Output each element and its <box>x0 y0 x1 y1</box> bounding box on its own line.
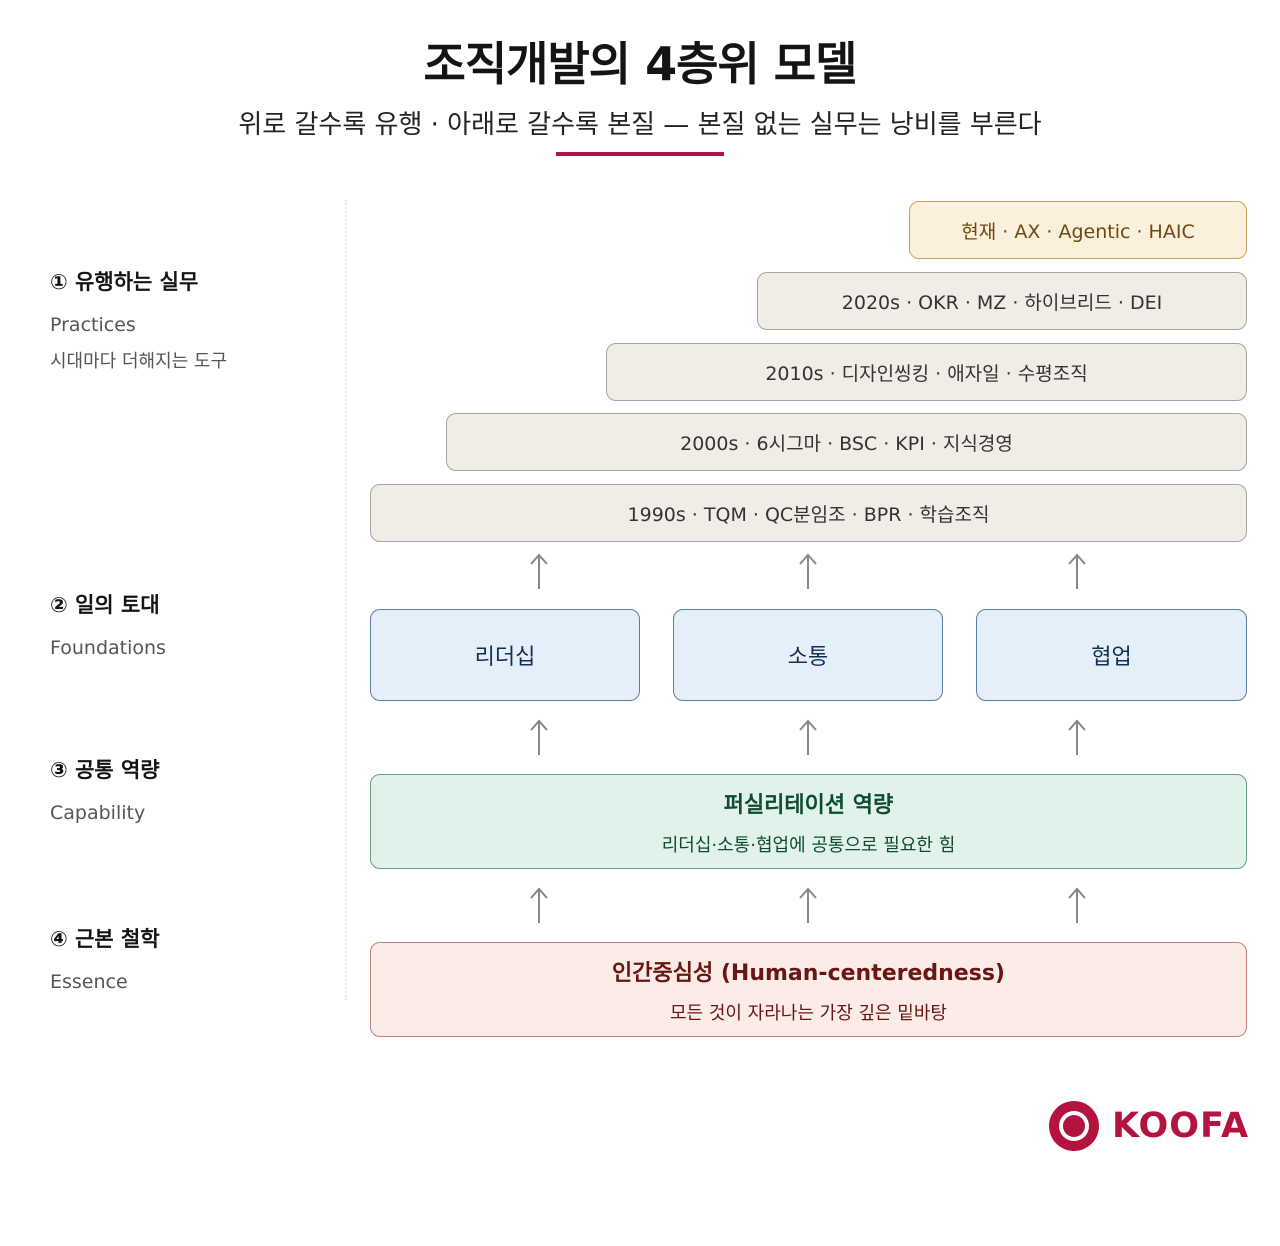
circle-logo-icon <box>1049 1101 1099 1151</box>
essence-title: 인간중심성 (Human-centeredness) <box>612 960 1005 986</box>
foundation-box-leadership: 리더십 <box>370 609 640 701</box>
up-arrow-icon <box>1068 887 1086 923</box>
up-arrow-icon <box>799 887 817 923</box>
column-divider <box>345 200 347 1000</box>
capability-box: 퍼실리테이션 역량 리더십·소통·협업에 공통으로 필요한 힘 <box>370 774 1247 869</box>
up-arrow-icon <box>799 553 817 589</box>
foundation-label: 리더십 <box>474 645 536 670</box>
practice-box-1990s: 1990s · TQM · QC분임조 · BPR · 학습조직 <box>370 484 1247 542</box>
layer-name: ③ 공통 역량 <box>50 758 160 782</box>
layer-english-name: Capability <box>50 802 146 824</box>
up-arrow-icon <box>530 553 548 589</box>
practice-box-current: 현재 · AX · Agentic · HAIC <box>909 201 1247 259</box>
up-arrow-icon <box>1068 553 1086 589</box>
foundation-label: 협업 <box>1091 645 1132 670</box>
practice-label: 2020s · OKR · MZ · 하이브리드 · DEI <box>841 291 1163 314</box>
practice-box-2010s: 2010s · 디자인씽킹 · 애자일 · 수평조직 <box>606 343 1247 401</box>
practice-label: 2000s · 6시그마 · BSC · KPI · 지식경영 <box>680 432 1013 455</box>
layer-label-practices: ① 유행하는 실무 Practices 시대마다 더해지는 도구 <box>50 266 227 373</box>
layer-name: ② 일의 토대 <box>50 593 160 617</box>
layer-name: ④ 근본 철학 <box>50 927 160 951</box>
capability-subtitle: 리더십·소통·협업에 공통으로 필요한 힘 <box>661 834 956 856</box>
layer-label-essence: ④ 근본 철학 Essence <box>50 923 160 993</box>
up-arrow-icon <box>1068 719 1086 755</box>
layer-description: 시대마다 더해지는 도구 <box>50 351 228 372</box>
practice-box-2000s: 2000s · 6시그마 · BSC · KPI · 지식경영 <box>446 413 1247 471</box>
layer-label-foundations: ② 일의 토대 Foundations <box>50 589 166 659</box>
capability-title: 퍼실리테이션 역량 <box>723 792 894 818</box>
layer-english-name: Essence <box>50 971 128 993</box>
title-accent-bar <box>556 152 724 156</box>
up-arrow-icon <box>530 887 548 923</box>
koofa-logo: KOOFA <box>1048 1100 1249 1152</box>
practice-label: 2010s · 디자인씽킹 · 애자일 · 수평조직 <box>765 362 1088 385</box>
layer-english-name: Practices <box>50 314 136 336</box>
foundation-box-communication: 소통 <box>673 609 943 701</box>
essence-box: 인간중심성 (Human-centeredness) 모든 것이 자라나는 가장… <box>370 942 1247 1037</box>
practice-box-2020s: 2020s · OKR · MZ · 하이브리드 · DEI <box>757 272 1247 330</box>
logo-text: KOOFA <box>1112 1106 1250 1146</box>
practice-label: 1990s · TQM · QC분임조 · BPR · 학습조직 <box>627 503 990 526</box>
foundation-label: 소통 <box>787 645 829 670</box>
layer-label-capability: ③ 공통 역량 Capability <box>50 754 160 824</box>
layer-english-name: Foundations <box>50 637 166 659</box>
essence-subtitle: 모든 것이 자라나는 가장 깊은 밑바탕 <box>669 1002 947 1024</box>
up-arrow-icon <box>530 719 548 755</box>
foundation-box-collaboration: 협업 <box>976 609 1247 701</box>
layer-name: ① 유행하는 실무 <box>50 270 199 294</box>
practice-label: 현재 · AX · Agentic · HAIC <box>961 220 1195 243</box>
up-arrow-icon <box>799 719 817 755</box>
page-title: 조직개발의 4층위 모델 <box>423 37 858 91</box>
page-subtitle: 위로 갈수록 유행 · 아래로 갈수록 본질 — 본질 없는 실무는 낭비를 부… <box>238 110 1042 140</box>
